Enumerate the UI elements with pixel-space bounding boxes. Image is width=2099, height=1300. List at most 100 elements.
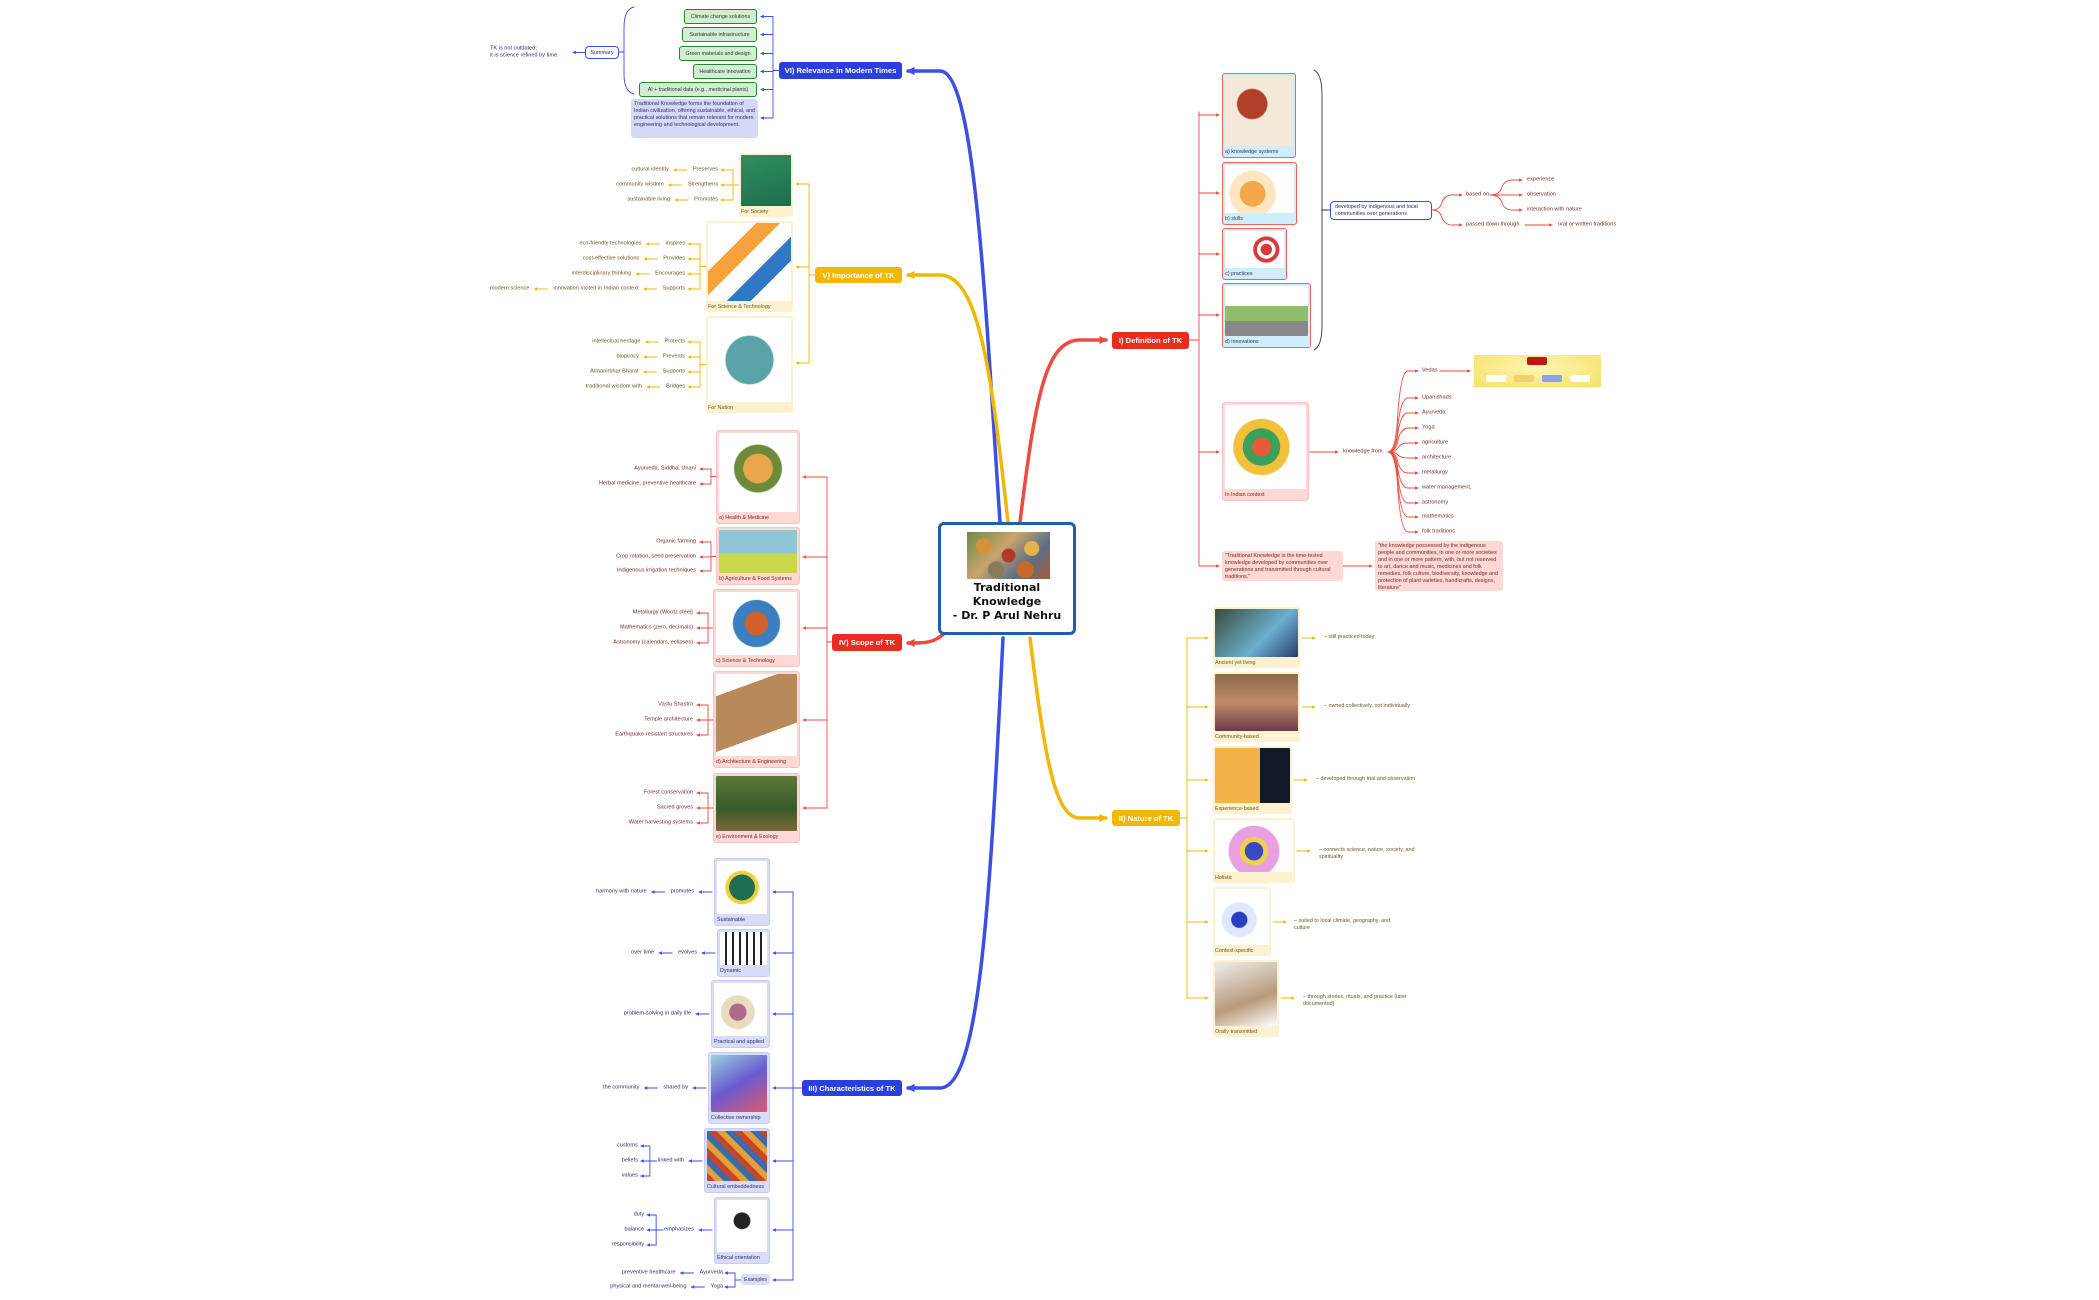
relevance-item[interactable]: Green materials and design: [679, 46, 757, 61]
characteristic-card-image: [717, 1200, 767, 1252]
wipo-definition-quote[interactable]: "the knowledge possessed by the indigeno…: [1375, 541, 1503, 591]
knowledge-source: mathematics: [1422, 513, 1454, 520]
importance-card[interactable]: For Society: [739, 153, 793, 217]
characteristic-card[interactable]: Collective ownership: [708, 1052, 770, 1124]
topic-text: Inspires: [665, 240, 685, 247]
passed-down-text: passed down through: [1466, 221, 1520, 228]
scope-card[interactable]: d) Architecture & Engineering: [713, 671, 800, 768]
based-on-text: based on: [1466, 191, 1490, 198]
based-on-item: interaction with nature: [1527, 206, 1582, 213]
nature-card-image: [1215, 889, 1269, 945]
definition-card[interactable]: c) practices: [1222, 228, 1287, 280]
branch-nature[interactable]: II) Nature of TK: [1112, 810, 1180, 826]
nature-note: – suited to local climate, geography, an…: [1294, 918, 1391, 932]
definition-card[interactable]: b) skills: [1222, 162, 1297, 225]
importance-card-image: [741, 155, 791, 206]
characteristic-card-label: Sustainable: [717, 917, 746, 923]
topic-text: Strengthens: [687, 181, 718, 188]
nature-card-label: Holistic: [1215, 875, 1233, 881]
nature-note: – owned collectively, not individually: [1324, 703, 1410, 709]
nature-card[interactable]: Holistic: [1213, 818, 1295, 883]
topic-text: emphasizes: [664, 1226, 694, 1233]
relevance-item[interactable]: Climate change solutions: [684, 9, 757, 24]
importance-card-image: [708, 223, 791, 301]
scope-card[interactable]: a) Health & Medicine: [716, 430, 800, 524]
indian-context-card-image: [1225, 405, 1306, 489]
nature-note: – through stories, rituals, and practice…: [1303, 994, 1407, 1008]
characteristic-card[interactable]: Sustainable: [714, 858, 770, 926]
topic-text: preventive healthcare: [621, 1269, 676, 1276]
relevance-item[interactable]: Sustainable infrastructure: [682, 27, 757, 42]
definition-card-label: d) innovations: [1225, 339, 1259, 345]
branch-definition[interactable]: I) Definition of TK: [1112, 332, 1189, 349]
indian-context-card[interactable]: In Indian context: [1222, 402, 1309, 501]
examples-box[interactable]: Examples: [741, 1274, 770, 1285]
nature-card[interactable]: Ancient yet living: [1213, 607, 1300, 668]
topic-text: Atmanirbhar Bharat: [590, 368, 639, 375]
relevance-item[interactable]: AI + traditional data (e.g., medicinal p…: [639, 82, 757, 97]
importance-card[interactable]: For Science & Technology: [706, 221, 793, 312]
branch-scope[interactable]: IV) Scope of TK: [832, 634, 902, 651]
central-topic[interactable]: Traditional Knowledge - Dr. P Arul Nehru: [938, 522, 1076, 635]
tk-definition-quote[interactable]: "Traditional Knowledge is the time-teste…: [1222, 551, 1343, 581]
definition-card-label: a) knowledge systems: [1225, 149, 1279, 155]
relevance-item[interactable]: Healthcare innovation: [693, 64, 757, 79]
characteristic-card[interactable]: Cultural embeddedness: [704, 1128, 770, 1193]
knowledge-source: Vedas: [1422, 367, 1438, 374]
definition-brace: [1313, 69, 1323, 351]
summary-label[interactable]: Summary: [585, 46, 619, 59]
importance-card[interactable]: For Nation: [706, 316, 793, 413]
characteristic-card[interactable]: Dynamic: [717, 929, 770, 977]
branch-relevance[interactable]: VI) Relevance in Modern Times: [779, 62, 902, 79]
connector-line: [1431, 209, 1463, 227]
topic-text: Yoga: [710, 1283, 723, 1290]
vedas-chart-leaf: [1486, 375, 1506, 382]
definition-card-image: [1225, 76, 1293, 146]
characteristic-card-image: [714, 983, 767, 1036]
definition-card-label: b) skills: [1225, 216, 1243, 222]
connector-line: [1387, 451, 1419, 475]
characteristic-detail: responsibility: [611, 1241, 645, 1248]
central-title: Traditional Knowledge - Dr. P Arul Nehru: [941, 581, 1073, 623]
developed-box[interactable]: developed by indigenous and local commun…: [1330, 201, 1432, 220]
topic-text: community wisdom: [616, 181, 664, 188]
characteristic-card-image: [707, 1131, 767, 1181]
characteristic-detail: values: [621, 1172, 638, 1179]
knowledge-source: metallurgy: [1422, 469, 1448, 476]
connector-line: [1431, 193, 1463, 211]
scope-card[interactable]: b) Agriculture & Food Systems: [716, 527, 800, 585]
nature-card[interactable]: Context-specific: [1213, 887, 1271, 956]
importance-card-image: [708, 318, 791, 402]
topic-text: eco-friendly technologies: [579, 240, 642, 247]
vedas-chart-image: [1474, 355, 1601, 387]
topic-text: Preserves: [692, 166, 718, 173]
vedas-chart-leaf: [1514, 375, 1534, 382]
knowledge-source: architecture: [1422, 454, 1452, 461]
characteristic-detail: balance: [624, 1226, 645, 1233]
knowledge-source: Ayurveda: [1422, 409, 1446, 416]
scope-item: Astronomy (calendars, eclipses): [613, 639, 693, 646]
nature-card-label: Community-based: [1215, 734, 1259, 740]
central-title-line-3: - Dr. P Arul Nehru: [952, 609, 1062, 622]
definition-card[interactable]: d) innovations: [1222, 283, 1311, 348]
scope-item: Metallurgy (Wootz steel): [632, 609, 693, 616]
scope-card[interactable]: c) Science & Technology: [713, 589, 800, 667]
nature-card-image: [1215, 820, 1293, 872]
topic-text: Supports: [662, 285, 685, 292]
nature-card-label: Experience-based: [1215, 806, 1259, 812]
connector-line: [1387, 451, 1419, 490]
scope-card[interactable]: e) Environment & Ecology: [713, 773, 800, 843]
definition-card[interactable]: a) knowledge systems: [1222, 73, 1296, 158]
characteristic-card[interactable]: Practical and applied: [711, 980, 770, 1048]
knowledge-source: Upanishads: [1422, 394, 1452, 401]
topic-text: interdisciplinary thinking: [571, 270, 632, 277]
characteristic-card[interactable]: Ethical orientation: [714, 1197, 770, 1264]
characteristic-detail: beliefs: [621, 1157, 638, 1164]
branch-importance[interactable]: V) Importance of TK: [815, 267, 902, 283]
nature-card[interactable]: Orally transmitted: [1213, 960, 1279, 1037]
branch-characteristics[interactable]: III) Characteristics of TK: [802, 1080, 902, 1096]
scope-card-image: [716, 776, 797, 831]
nature-card[interactable]: Experience-based: [1213, 746, 1292, 814]
nature-card[interactable]: Community-based: [1213, 672, 1300, 742]
